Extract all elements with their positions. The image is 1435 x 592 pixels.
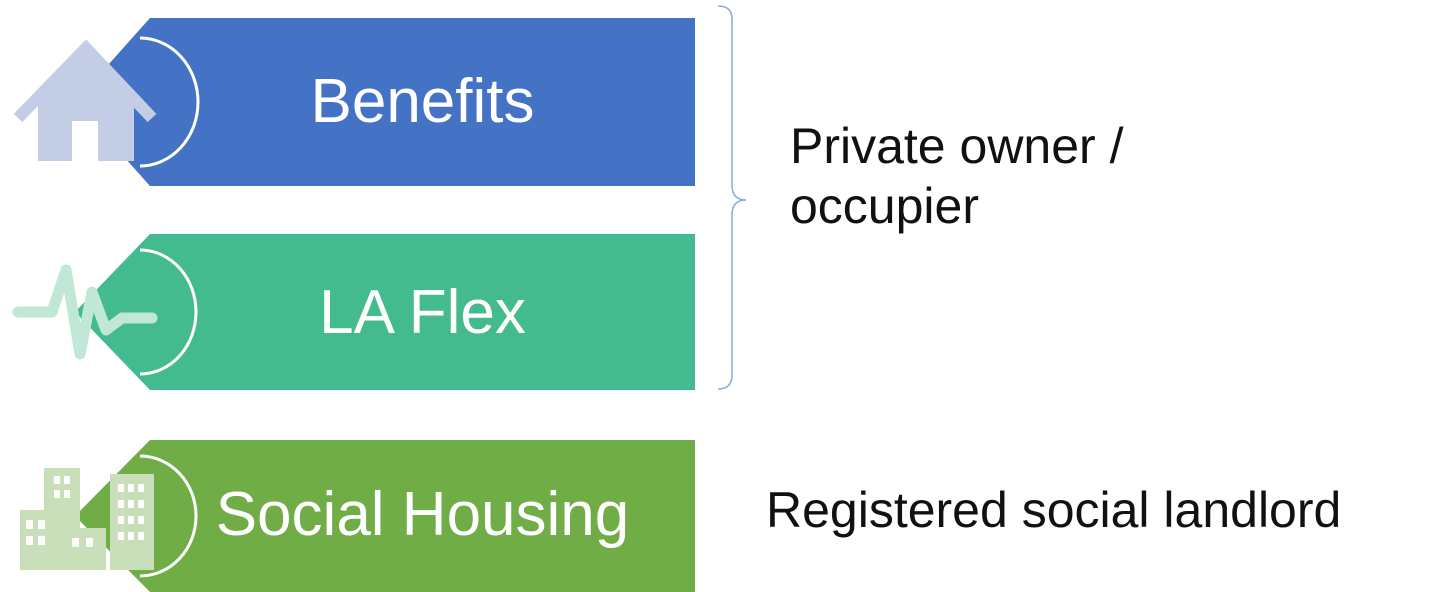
benefits-arrow: Benefits: [0, 18, 700, 188]
group-bracket: [717, 5, 747, 390]
benefits-label: Benefits: [310, 67, 535, 136]
social-housing-arrow: Social Housing: [0, 440, 700, 592]
pulse-icon: [12, 264, 158, 360]
la-flex-arrow: LA Flex: [0, 234, 700, 394]
private-owner-line1: Private owner /: [790, 118, 1124, 174]
private-owner-text: Private owner / occupier: [790, 116, 1123, 236]
benefits-arrow-shape: [13, 18, 695, 186]
house-icon: [13, 39, 157, 161]
private-owner-line2: occupier: [790, 178, 979, 234]
la-flex-label: LA Flex: [319, 278, 526, 347]
social-housing-arrow-shape: [20, 440, 695, 592]
buildings-icon: [20, 468, 154, 570]
registered-social-landlord-text: Registered social landlord: [766, 482, 1342, 538]
social-housing-label: Social Housing: [215, 480, 630, 549]
la-flex-arrow-shape: [12, 234, 695, 390]
